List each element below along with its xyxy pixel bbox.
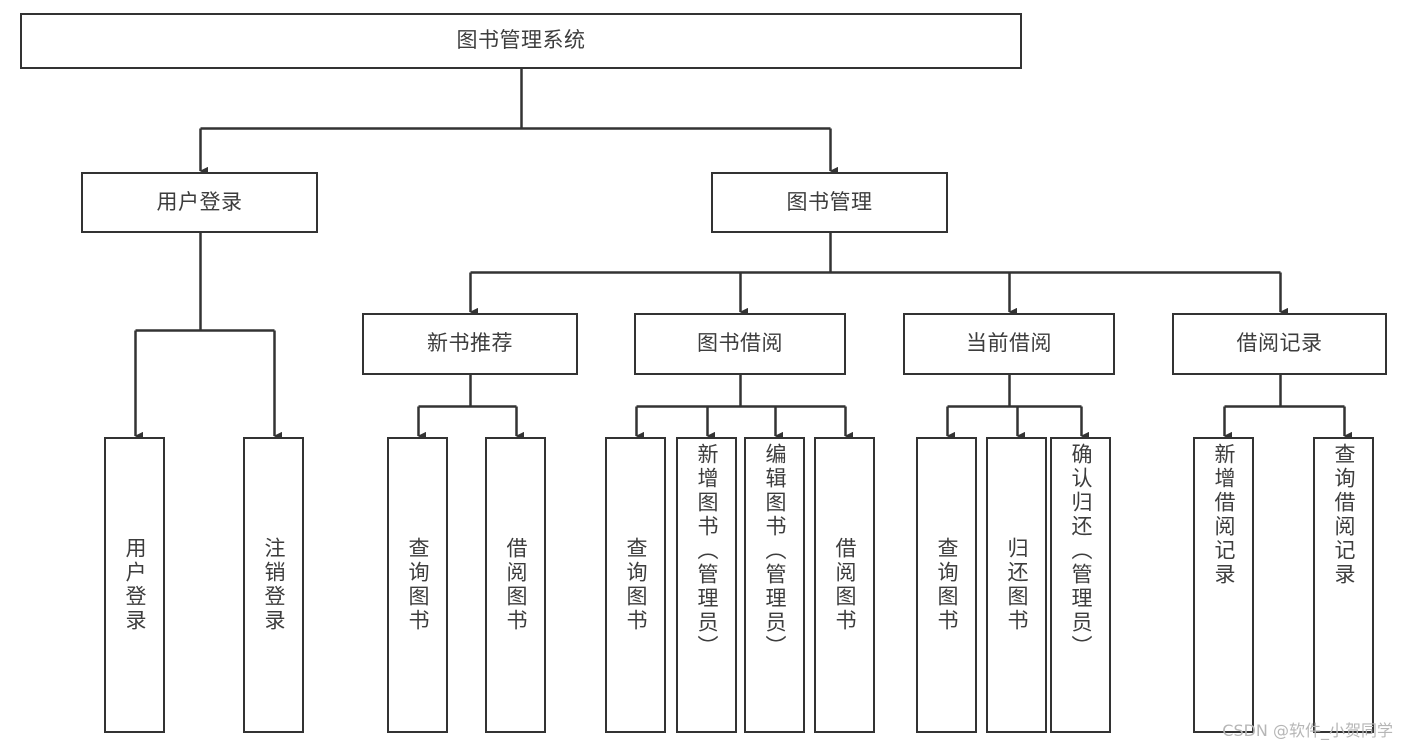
node-label: 用户登录 [156, 189, 243, 214]
node-label: 新书推荐 [427, 331, 513, 356]
node-label: 编辑图书（管理员） [763, 443, 787, 659]
node-label: 归还图书 [1005, 537, 1029, 633]
node-label: 用户登录 [123, 537, 147, 633]
node-leaf-add-record[interactable]: 新增借阅记录 [1193, 437, 1254, 733]
node-leaf-logout[interactable]: 注销登录 [243, 437, 304, 733]
node-book-borrowing[interactable]: 图书借阅 [634, 313, 846, 375]
node-label: 查询借阅记录 [1332, 443, 1356, 587]
node-borrowing-record[interactable]: 借阅记录 [1172, 313, 1387, 375]
node-label: 新增借阅记录 [1212, 443, 1236, 587]
node-label: 借阅图书 [504, 537, 528, 633]
node-label: 图书借阅 [697, 331, 783, 356]
node-label: 新增图书（管理员） [695, 443, 719, 659]
node-label: 查询图书 [935, 537, 959, 633]
node-leaf-query-book-rec[interactable]: 查询图书 [387, 437, 448, 733]
node-leaf-edit-book[interactable]: 编辑图书（管理员） [744, 437, 805, 733]
node-user-login[interactable]: 用户登录 [81, 172, 318, 233]
csdn-watermark: CSDN @软件_小贺同学 [1222, 721, 1393, 740]
node-book-management[interactable]: 图书管理 [711, 172, 948, 233]
node-label: 查询图书 [624, 537, 648, 633]
node-leaf-borrow-book-rec[interactable]: 借阅图书 [485, 437, 546, 733]
node-leaf-user-login[interactable]: 用户登录 [104, 437, 165, 733]
node-current-borrowing[interactable]: 当前借阅 [903, 313, 1115, 375]
node-label: 图书管理 [786, 189, 873, 214]
node-leaf-query-record[interactable]: 查询借阅记录 [1313, 437, 1374, 733]
node-leaf-add-book[interactable]: 新增图书（管理员） [676, 437, 737, 733]
node-new-book-recommendation[interactable]: 新书推荐 [362, 313, 578, 375]
node-label: 查询图书 [406, 537, 430, 633]
node-label: 图书管理系统 [456, 28, 586, 53]
node-label: 借阅记录 [1236, 331, 1323, 356]
node-label: 确认归还（管理员） [1069, 443, 1093, 659]
node-leaf-return-book[interactable]: 归还图书 [986, 437, 1047, 733]
node-root-book-management-system[interactable]: 图书管理系统 [20, 13, 1022, 69]
node-label: 当前借阅 [966, 331, 1052, 356]
node-leaf-query-book-bor[interactable]: 查询图书 [605, 437, 666, 733]
node-label: 借阅图书 [833, 537, 857, 633]
node-leaf-confirm-return[interactable]: 确认归还（管理员） [1050, 437, 1111, 733]
node-label: 注销登录 [262, 537, 286, 633]
node-leaf-borrow-book-bor[interactable]: 借阅图书 [814, 437, 875, 733]
node-leaf-query-book-cur[interactable]: 查询图书 [916, 437, 977, 733]
